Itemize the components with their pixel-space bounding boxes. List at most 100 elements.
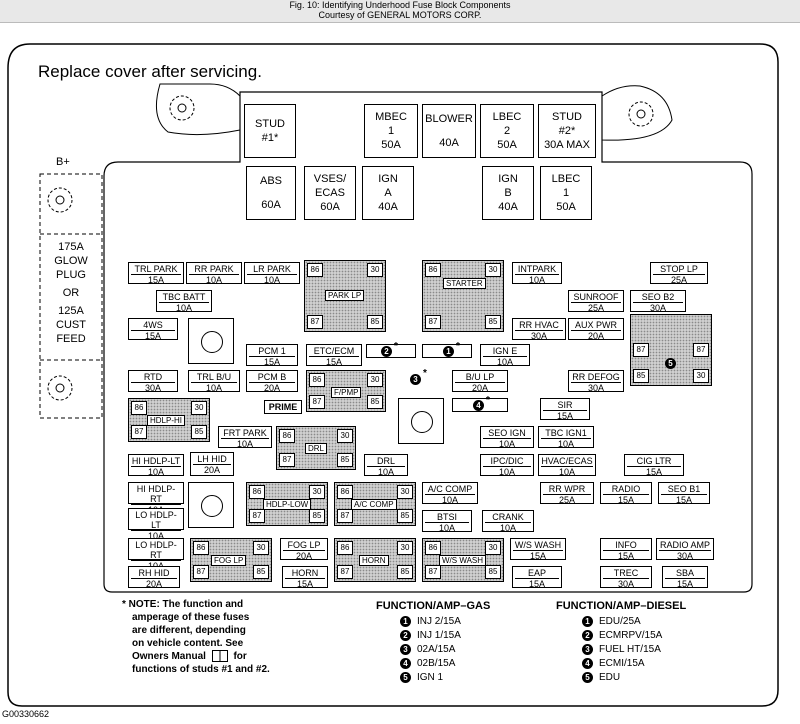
fuse-amp: 10A (175, 303, 192, 313)
relay-label: STARTER (443, 278, 486, 289)
fuse-amp: 10A (558, 467, 575, 477)
relay-pin: 86 (279, 429, 295, 443)
fuse-name: SBA (665, 568, 705, 579)
relay-pin: 87 (337, 509, 353, 523)
fuse-number: A (384, 187, 392, 199)
fuse-name: 4WS (131, 320, 175, 331)
callout-4: 4 (400, 658, 411, 669)
fuse-name: LH HID (193, 454, 231, 465)
fuse-name: TBC IGN1 (541, 428, 591, 439)
relay-pin: 30 (693, 369, 709, 383)
fuse-name: PCM B (249, 372, 295, 383)
legend-text: FUEL HT/15A (599, 644, 661, 656)
fuse-amp: 50A (381, 139, 401, 151)
fuse-amp: 30A (144, 383, 161, 393)
stud-2-max: 30A MAX (544, 139, 590, 151)
fuse-number: 2 (503, 125, 511, 137)
relay-pin: 30 (337, 429, 353, 443)
stud-2-label: STUD (552, 111, 582, 123)
fuse-amp: 15A (617, 551, 634, 561)
fuse-name: SEO B2 (633, 292, 683, 303)
fuse-name: TBC BATT (159, 292, 209, 303)
fuse-name: ABS (259, 175, 282, 187)
callout-5: 5 (665, 358, 676, 369)
book-icon (211, 650, 228, 663)
fuse-amp: 15A (296, 579, 313, 589)
fuse-name: RH HID (131, 568, 177, 579)
callout-3: 3 (410, 374, 421, 385)
note-line: Owners Manual (132, 651, 206, 662)
callout-1: 1 (443, 346, 454, 357)
relay-pin: 30 (397, 485, 413, 499)
fuse-amp: 20A (203, 465, 220, 475)
side-label-line: 175A (58, 241, 84, 253)
fuse-name: RADIO (603, 484, 649, 495)
callout-2: 2 (400, 630, 411, 641)
fuse-name: SEO B1 (661, 484, 707, 495)
relay-pin: 85 (397, 509, 413, 523)
slot-4: 4 * (452, 395, 508, 412)
relay-pin: 85 (485, 315, 501, 329)
relay-pin: 87 (633, 343, 649, 357)
stud-1-number: #1* (261, 132, 279, 144)
maxi-fuse-ign-a: IGN A 40A (362, 166, 414, 220)
relay-pin: 87 (131, 425, 147, 439)
fuse-name: RADIO AMP (659, 540, 711, 551)
mounting-hole (188, 482, 234, 528)
fuse-name: RR DEFOG (571, 372, 621, 383)
fuse-amp: 60A (320, 201, 340, 213)
relay-pin: 30 (367, 373, 383, 387)
legend-text: EDU (599, 672, 621, 684)
fuse-number: 1 (387, 125, 395, 137)
fuse-name: RR PARK (189, 264, 239, 275)
maxi-fuse-vses-ecas: VSES/ ECAS 60A (304, 166, 356, 220)
fuse-number: 1 (562, 187, 570, 199)
fuse-amp: 10A (528, 275, 545, 285)
fuse-name: HORN (285, 568, 325, 579)
fuse-amp: 20A (263, 383, 280, 393)
maxi-fuse-lbec1: LBEC 1 50A (540, 166, 592, 220)
fuse-name: B/U LP (455, 372, 505, 383)
legend-gas-title: FUNCTION/AMP–GAS (376, 600, 491, 612)
fuse-name: BLOWER (425, 113, 473, 125)
note-line: are different, depending (132, 625, 246, 636)
relay-pin: 87 (425, 565, 441, 579)
fuse-amp: 10A (499, 523, 516, 533)
relay-park-lp: 86 30 87 85 PARK LP (304, 260, 386, 332)
fuse-amp: 15A (147, 275, 164, 285)
relay-pin: 87 (307, 315, 323, 329)
relay-pin: 87 (279, 453, 295, 467)
relay-pin: 30 (485, 263, 501, 277)
fuse-name: BTSI (425, 512, 469, 523)
fuse-name: LO HDLP-LT (131, 510, 181, 531)
fuse-amp: 40A (498, 201, 518, 213)
legend-gas-item: 2 INJ 1/15A (400, 630, 461, 642)
figure-code: G00330662 (2, 709, 50, 719)
legend-text: INJ 1/15A (417, 630, 461, 642)
callout-2: 2 (582, 630, 593, 641)
relay-label: A/C COMP (351, 499, 397, 510)
fuse-amp: 30A (649, 303, 666, 313)
fuse-name: FOG LP (283, 540, 325, 551)
relay-pin: 87 (425, 315, 441, 329)
fuse-name: SEO IGN (483, 428, 531, 439)
